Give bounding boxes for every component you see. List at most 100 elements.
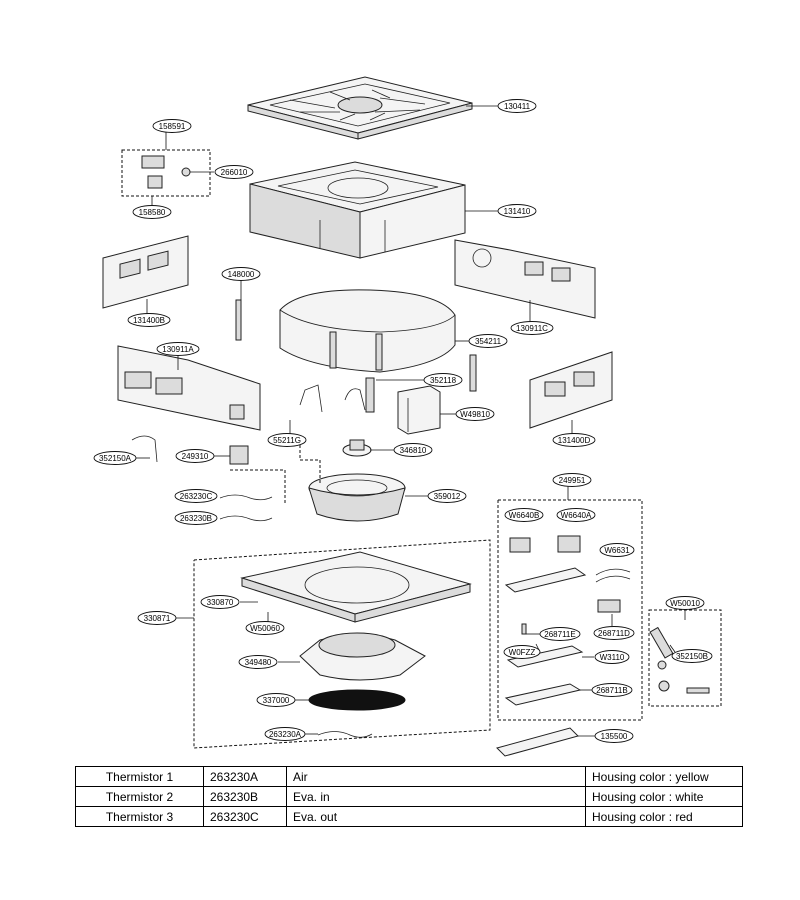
svg-text:359012: 359012 bbox=[434, 492, 461, 501]
bracket-249310 bbox=[229, 445, 249, 465]
svg-text:W0FZZ: W0FZZ bbox=[509, 648, 536, 657]
callout-130911C: 130911C bbox=[510, 321, 554, 335]
thermistor-code: 263230B bbox=[203, 786, 287, 807]
callout-135500: 135500 bbox=[594, 729, 634, 743]
exploded-parts-diagram: 130411 158591 266010 158580 131410 14800… bbox=[93, 76, 722, 757]
svg-text:330870: 330870 bbox=[207, 598, 234, 607]
svg-text:266010: 266010 bbox=[221, 168, 248, 177]
thermistor-wire-263230C bbox=[219, 494, 273, 501]
side-panel-130911A bbox=[117, 345, 261, 431]
callout-352150A: 352150A bbox=[93, 451, 137, 465]
thermistor-position: Eva. in bbox=[286, 786, 586, 807]
thermistor-name: Thermistor 1 bbox=[75, 766, 204, 787]
svg-text:W6640B: W6640B bbox=[509, 511, 540, 520]
callout-354211: 354211 bbox=[468, 334, 508, 348]
svg-text:352150A: 352150A bbox=[99, 454, 132, 463]
callout-337000: 337000 bbox=[256, 693, 296, 707]
cabinet bbox=[249, 161, 466, 259]
callout-268711B: 268711B bbox=[591, 683, 633, 697]
callout-359012: 359012 bbox=[427, 489, 467, 503]
svg-text:263230A: 263230A bbox=[269, 730, 302, 739]
svg-text:263230B: 263230B bbox=[180, 514, 212, 523]
callout-148000: 148000 bbox=[221, 267, 261, 281]
callout-W6640B: W6640B bbox=[504, 508, 544, 522]
svg-text:135500: 135500 bbox=[601, 732, 628, 741]
thermistor-name: Thermistor 2 bbox=[75, 786, 204, 807]
thermistor-code: 263230A bbox=[203, 766, 287, 787]
callout-55211G: 55211G bbox=[267, 433, 307, 447]
svg-text:130911C: 130911C bbox=[516, 324, 548, 333]
drain-pan bbox=[240, 551, 472, 623]
svg-text:330871: 330871 bbox=[144, 614, 171, 623]
svg-text:W49810: W49810 bbox=[460, 410, 490, 419]
bracket-148000 bbox=[235, 299, 242, 341]
svg-text:158580: 158580 bbox=[139, 208, 166, 217]
svg-text:352118: 352118 bbox=[430, 376, 457, 385]
electrical-box bbox=[397, 385, 441, 435]
callout-W49810: W49810 bbox=[455, 407, 495, 421]
pcb-assembly bbox=[504, 535, 631, 706]
svg-text:337000: 337000 bbox=[263, 696, 290, 705]
callout-W50060: W50060 bbox=[245, 621, 285, 635]
table-row: Thermistor 3 263230C Eva. out Housing co… bbox=[75, 806, 743, 827]
svg-text:263230C: 263230C bbox=[180, 492, 213, 501]
air-filter bbox=[308, 689, 406, 711]
bottom-plate bbox=[496, 727, 579, 757]
callout-131400B: 131400B bbox=[127, 313, 171, 327]
svg-text:268711B: 268711B bbox=[596, 686, 627, 695]
svg-text:130411: 130411 bbox=[504, 102, 531, 111]
callout-330870: 330870 bbox=[200, 595, 240, 609]
svg-text:W6640A: W6640A bbox=[561, 511, 592, 520]
callout-352150B: 352150B bbox=[671, 649, 713, 663]
callout-W3110: W3110 bbox=[594, 650, 630, 664]
callout-249951: 249951 bbox=[552, 473, 592, 487]
svg-text:249951: 249951 bbox=[559, 476, 586, 485]
callout-W6631: W6631 bbox=[599, 543, 635, 557]
svg-text:130911A: 130911A bbox=[162, 345, 194, 354]
side-panel-131400B bbox=[102, 235, 189, 309]
table-row: Thermistor 1 263230A Air Housing color :… bbox=[75, 766, 743, 787]
callout-131410: 131410 bbox=[497, 204, 537, 218]
thermistor-housing: Housing color : yellow bbox=[585, 766, 743, 787]
callout-349480: 349480 bbox=[238, 655, 278, 669]
callout-W0FZZ: W0FZZ bbox=[503, 645, 541, 659]
thermistor-position: Air bbox=[286, 766, 586, 787]
svg-text:268711D: 268711D bbox=[598, 629, 630, 638]
callout-263230B: 263230B bbox=[174, 511, 218, 525]
callout-130411: 130411 bbox=[497, 99, 537, 113]
orifice-ring bbox=[299, 632, 426, 681]
svg-text:W3110: W3110 bbox=[600, 653, 625, 662]
callout-268711D: 268711D bbox=[593, 626, 635, 640]
svg-text:158591: 158591 bbox=[159, 122, 186, 131]
svg-text:W6631: W6631 bbox=[604, 546, 630, 555]
leader-lines bbox=[135, 105, 686, 737]
table-row: Thermistor 2 263230B Eva. in Housing col… bbox=[75, 786, 743, 807]
callout-266010: 266010 bbox=[214, 165, 254, 179]
svg-text:55211G: 55211G bbox=[273, 436, 301, 445]
callout-130911A: 130911A bbox=[156, 342, 200, 356]
thermistor-position: Eva. out bbox=[286, 806, 586, 827]
svg-text:352150B: 352150B bbox=[676, 652, 708, 661]
callout-158591: 158591 bbox=[152, 119, 192, 133]
thermistor-wire-263230B bbox=[219, 515, 273, 522]
callout-131400D: 131400D bbox=[552, 433, 596, 447]
refrigerant-piping bbox=[299, 354, 477, 413]
heat-exchanger bbox=[279, 289, 456, 373]
svg-text:131400B: 131400B bbox=[133, 316, 165, 325]
svg-text:131400D: 131400D bbox=[558, 436, 591, 445]
callout-263230C: 263230C bbox=[174, 489, 218, 503]
thermistor-name: Thermistor 3 bbox=[75, 806, 204, 827]
control-box-group bbox=[121, 149, 211, 197]
callout-346810: 346810 bbox=[393, 443, 433, 457]
svg-text:346810: 346810 bbox=[400, 446, 427, 455]
callout-W50010: W50010 bbox=[665, 596, 705, 610]
thermistor-housing: Housing color : red bbox=[585, 806, 743, 827]
front-grille-panel bbox=[247, 76, 473, 140]
callout-352118: 352118 bbox=[423, 373, 463, 387]
fan-motor bbox=[342, 439, 372, 457]
svg-text:349480: 349480 bbox=[245, 658, 272, 667]
drain-hose-352150A bbox=[131, 435, 158, 463]
side-panel-131400D bbox=[529, 351, 613, 429]
svg-text:131410: 131410 bbox=[504, 207, 531, 216]
svg-text:W50060: W50060 bbox=[250, 624, 280, 633]
